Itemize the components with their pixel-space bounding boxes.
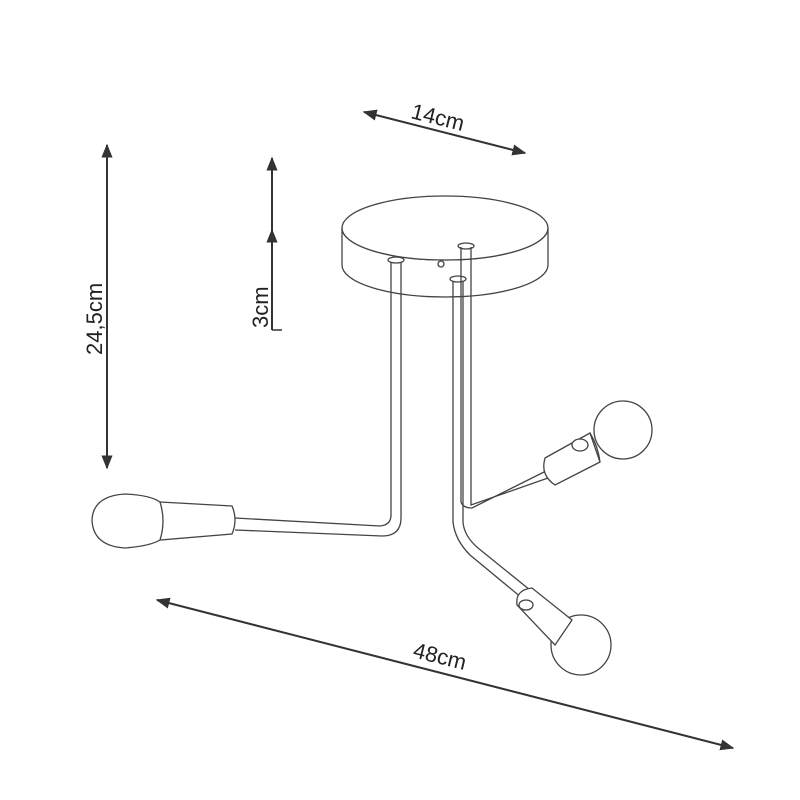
dimension-48cm: 48cm [155, 597, 735, 751]
dimension-label-48cm: 48cm [411, 638, 469, 675]
bulb-right-upper [543, 400, 653, 486]
lamp-arms [234, 247, 549, 599]
bulb-right-lower [516, 587, 612, 676]
ceiling-canopy [341, 195, 549, 298]
dimension-14cm: 14cm [362, 99, 527, 156]
dimension-24-5cm: 24,5cm [82, 143, 113, 470]
bulb-left [91, 493, 236, 549]
dimension-label-3cm: 3cm [248, 286, 273, 328]
dimension-label-24-5cm: 24,5cm [82, 283, 107, 355]
dimension-3cm: 3cm [248, 156, 282, 331]
